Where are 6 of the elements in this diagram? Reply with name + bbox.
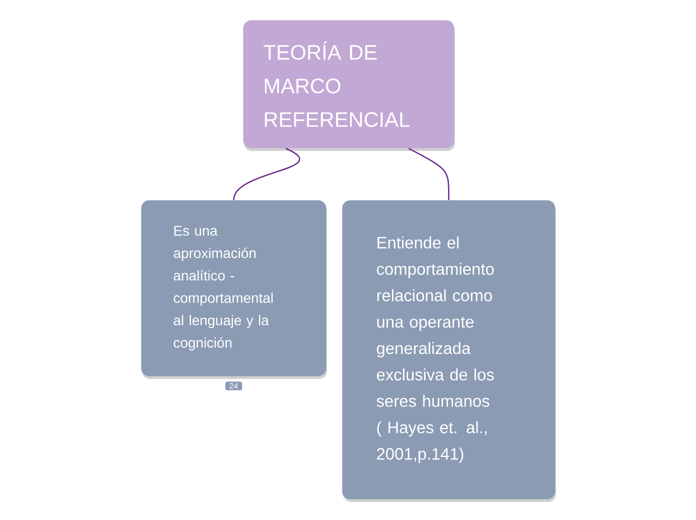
concept-box: Entiende el comportamiento relacional como una operante generalizada exclusiva de los seres humanos ( Hayes et. al., 2001,p.141) xyxy=(342,200,556,502)
connector-line xyxy=(233,148,300,200)
concept-box: Es una aproximación analítico - comportamental al lenguaje y la cognición xyxy=(141,200,327,379)
concept-box: TEORÍA DE MARCO REFERENCIAL xyxy=(243,20,455,151)
count-badge: 24 xyxy=(225,382,242,390)
connector-line xyxy=(408,148,450,200)
